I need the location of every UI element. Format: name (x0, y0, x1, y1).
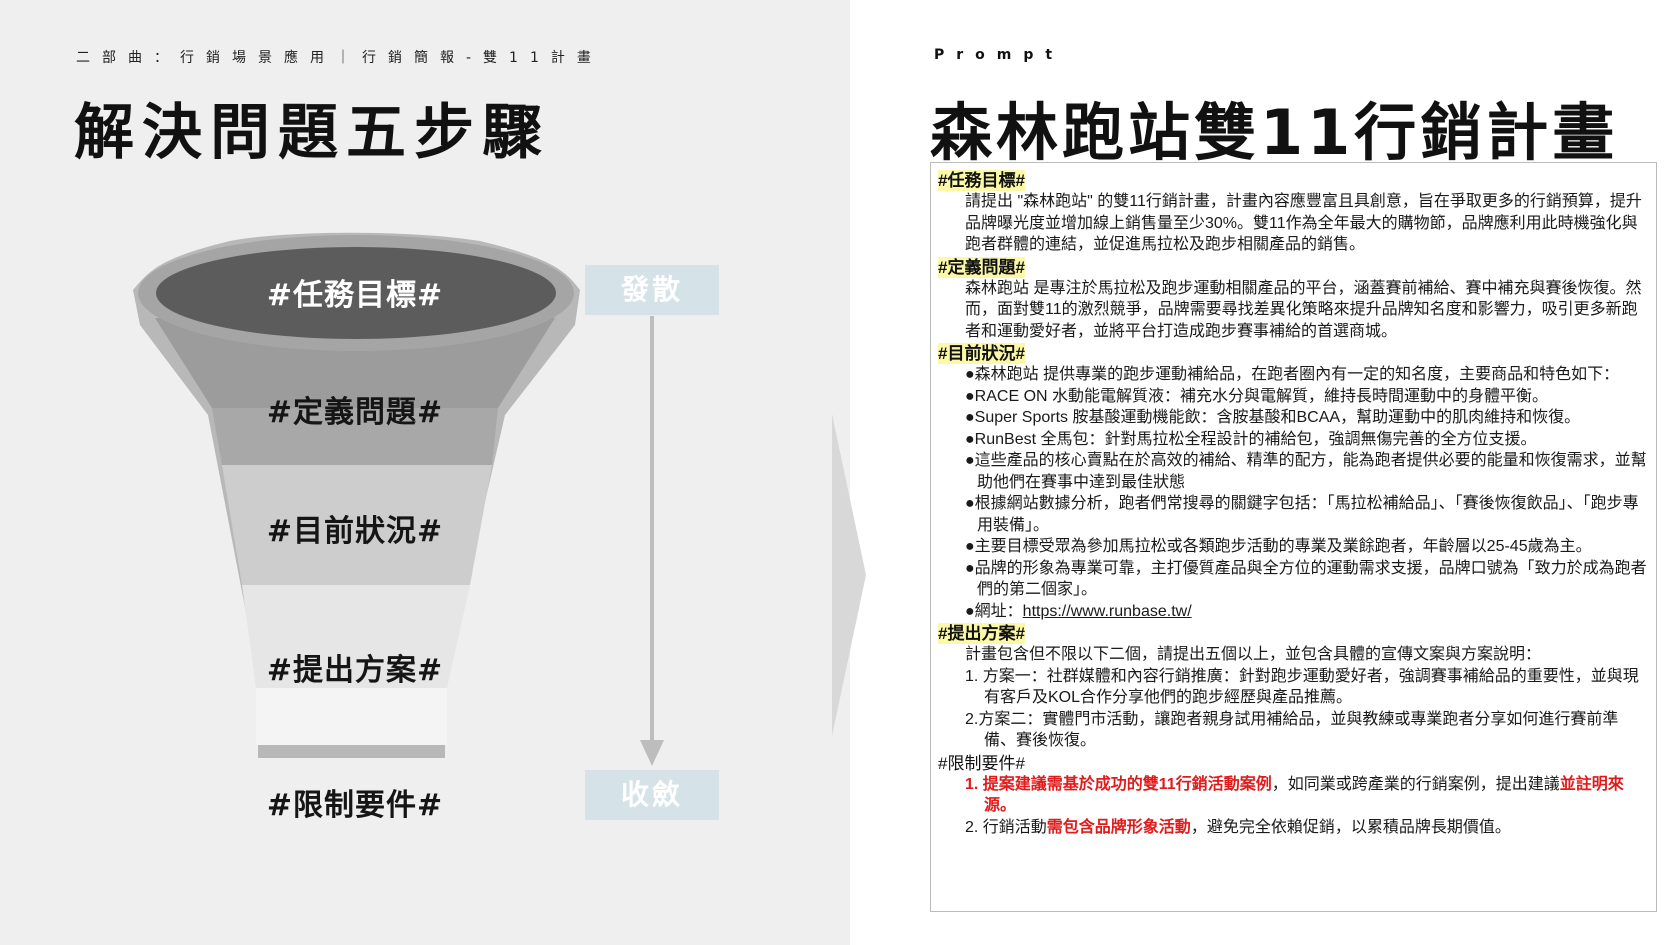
funnel-step-goal: #任務目標# (266, 278, 444, 313)
funnel-step-status: #目前狀況# (266, 514, 444, 549)
prompt-title: 森林跑站雙11行銷計畫 (930, 96, 1619, 169)
prompt-label: Prompt (934, 47, 1065, 63)
prompt-box: #任務目標# 請提出 "森林跑站" 的雙11行銷計畫，計畫內容應豐富且具創意，旨… (930, 162, 1657, 912)
section-heading-constraints: #限制要件# (938, 753, 1025, 773)
status-bullet: ●主要目標受眾為參加馬拉松或各類跑步活動的專業及業餘跑者，年齡層以25-45歲為… (965, 538, 1592, 555)
goal-text: 請提出 "森林跑站" 的雙11行銷計畫，計畫內容應豐富且具創意，旨在爭取更多的行… (965, 193, 1642, 253)
constraint-2-suffix: ，避免完全依賴促銷，以累積品牌長期價值。 (1190, 818, 1511, 836)
section-heading-solution: #提出方案# (938, 623, 1025, 644)
status-bullet: ●Super Sports 胺基酸運動機能飲：含胺基酸和BCAA，幫助運動中的肌… (965, 409, 1581, 426)
arrow-head (640, 740, 664, 766)
slide-title: 解決問題五步驟 (74, 98, 550, 168)
funnel-diagram (133, 232, 664, 766)
funnel-band-2 (212, 408, 498, 465)
slide-subtitle: 二部曲：行銷場景應用｜行銷簡報-雙11計畫 (76, 50, 603, 66)
constraint-1-text: ，如同業或跨產業的行銷案例，提出建議 (1271, 775, 1560, 793)
status-bullet: ●根據網站數據分析，跑者們常搜尋的關鍵字包括：「馬拉松補給品」、「賽後恢復飲品」… (965, 495, 1639, 534)
section-heading-goal: #任務目標# (938, 170, 1025, 191)
funnel-band-5 (256, 688, 447, 745)
url-prefix: ●網址： (965, 602, 1023, 620)
funnel-step-solution: #提出方案# (266, 653, 444, 688)
section-heading-problem: #定義問題# (938, 256, 1025, 278)
funnel-step-constraints: #限制要件# (266, 788, 444, 823)
status-bullet: ●品牌的形象為專業可靠，主打優質產品與全方位的運動需求支援，品牌口號為「致力於成… (965, 559, 1647, 599)
solution-intro: 計畫包含但不限以下二個，請提出五個以上，並包含具體的宣傳文案與方案說明： (965, 646, 1542, 663)
status-bullet: ●RunBest 全馬包：針對馬拉松全程設計的補給包，強調無傷完善的全方位支援。 (965, 430, 1537, 448)
constraint-item-2: 2. 行銷活動需包含品牌形象活動，避免完全依賴促銷，以累積品牌長期價值。 (938, 817, 1648, 839)
constraint-1-highlight-end: 並註明來源。 (984, 775, 1624, 815)
status-bullet: ●森林跑站 提供專業的跑步運動補給品，在跑者圈內有一定的知名度，主要商品和特色如… (965, 366, 1620, 383)
left-panel: 二部曲：行銷場景應用｜行銷簡報-雙11計畫 解決問題五步驟 #任務目標# #定義… (0, 0, 866, 945)
section-heading-status: #目前狀況# (938, 343, 1025, 364)
constraint-2-highlight: 需包含品牌形象活動 (1046, 818, 1191, 836)
status-bullet: ●這些產品的核心賣點在於高效的補給、精準的配方，能為跑者提供必要的能量和恢復需求… (965, 452, 1647, 491)
constraint-2-prefix: 2. 行銷活動 (965, 818, 1047, 836)
constraint-1-highlight: 1. 提案建議需基於成功的雙11行銷活動案例 (965, 775, 1272, 793)
constraint-item-1: 1. 提案建議需基於成功的雙11行銷活動案例，如同業或跨產業的行銷案例，提出建議… (938, 774, 1648, 817)
status-bullet: ●RACE ON 水動能電解質液：補充水分與電解質，維持長時間運動中的身體平衡。 (965, 387, 1549, 405)
divider-chevron (832, 414, 866, 736)
solution-item: 1. 方案一：社群媒體和內容行銷推廣：針對跑步運動愛好者，強調賽事補給品的重要性… (965, 667, 1639, 707)
funnel-band-4 (242, 585, 470, 688)
problem-text: 森林跑站 是專注於馬拉松及跑步運動相關產品的平台，涵蓋賽前補給、賽中補充與賽後恢… (965, 279, 1642, 340)
funnel-band-3 (222, 465, 492, 585)
funnel-top-inner (156, 247, 556, 339)
stage-diverge-tag: 發散 (585, 265, 719, 315)
website-link[interactable]: https://www.runbase.tw/ (1022, 602, 1192, 620)
stage-converge-tag: 收斂 (585, 770, 719, 820)
solution-item: 2.方案二：實體門市活動，讓跑者親身試用補給品，並與教練或專業跑者分享如何進行賽… (965, 710, 1619, 750)
status-bullet-url: ●網址：https://www.runbase.tw/ (938, 601, 1648, 623)
funnel-step-problem: #定義問題# (266, 395, 444, 430)
